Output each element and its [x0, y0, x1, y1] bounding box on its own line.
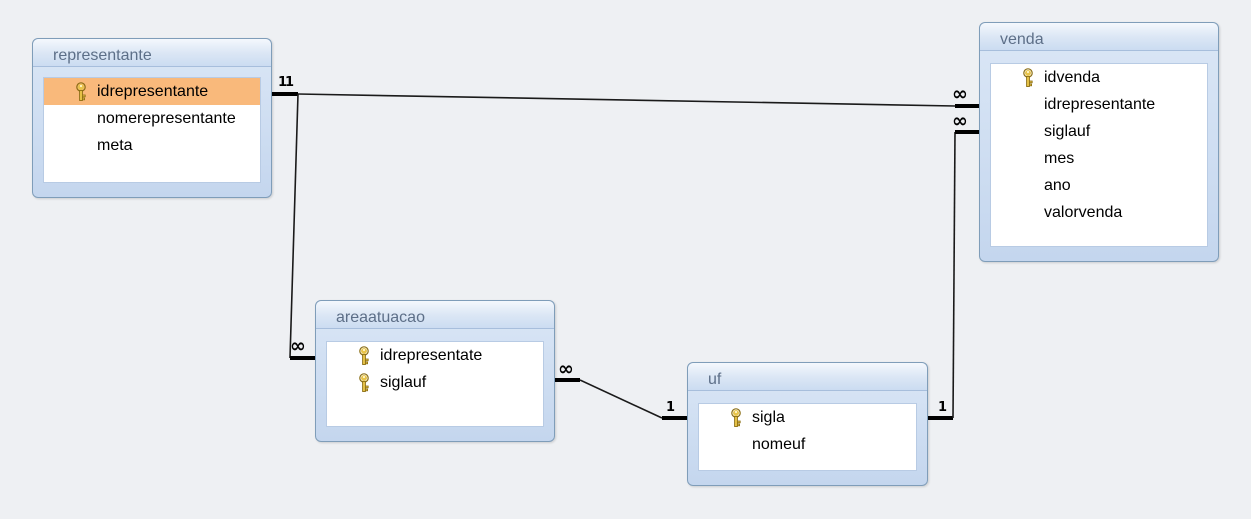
table-title[interactable]: areaatuacao: [316, 301, 554, 329]
table-title[interactable]: representante: [33, 39, 271, 67]
key-icon: [729, 408, 743, 428]
field-name: meta: [97, 137, 133, 154]
table-title[interactable]: venda: [980, 23, 1218, 51]
table-areaatuacao[interactable]: areaatuacao idrepresentate siglauf: [315, 300, 555, 442]
relationship-uf-venda[interactable]: 1 ∞: [928, 110, 980, 420]
field-name: mes: [1044, 150, 1075, 167]
field-row[interactable]: siglauf: [991, 118, 1207, 145]
field-row[interactable]: idrepresentante: [44, 78, 260, 105]
field-row[interactable]: mes: [991, 145, 1207, 172]
table-title[interactable]: uf: [688, 363, 927, 391]
field-name: idrepresentate: [380, 347, 483, 364]
cardinality-many-label: ∞: [290, 335, 306, 357]
field-row[interactable]: valorvenda: [991, 199, 1207, 226]
cardinality-one-label: 1: [666, 400, 675, 415]
field-name: siglauf: [1044, 123, 1091, 140]
key-icon: [1021, 68, 1035, 88]
field-list[interactable]: idrepresentante nomerepresentante meta: [43, 77, 261, 183]
field-name: idvenda: [1044, 69, 1101, 86]
field-row[interactable]: idrepresentate: [327, 342, 543, 369]
table-uf[interactable]: uf sigla nomeuf: [687, 362, 928, 486]
field-name: nomeuf: [752, 436, 806, 453]
field-name: nomerepresentante: [97, 110, 236, 127]
cardinality-many-label: ∞: [952, 110, 968, 132]
key-icon: [357, 346, 371, 366]
cardinality-one-label: 1: [285, 75, 294, 90]
relationship-representante-venda[interactable]: 1 1 ∞: [272, 75, 980, 108]
field-row[interactable]: idrepresentante: [991, 91, 1207, 118]
field-row[interactable]: meta: [44, 132, 260, 159]
field-name: sigla: [752, 409, 785, 426]
key-icon: [357, 373, 371, 393]
field-name: idrepresentante: [1044, 96, 1156, 113]
field-row[interactable]: siglauf: [327, 369, 543, 396]
field-name: siglauf: [380, 374, 427, 391]
field-row[interactable]: sigla: [699, 404, 916, 431]
key-icon: [74, 82, 88, 102]
cardinality-one-label: 1: [938, 400, 947, 415]
table-representante[interactable]: representante idrepresentante nomereprese…: [32, 38, 272, 198]
field-list[interactable]: idrepresentate siglauf: [326, 341, 544, 427]
relationship-uf-areaatuacao[interactable]: ∞ 1: [555, 358, 688, 420]
field-name: valorvenda: [1044, 204, 1123, 221]
cardinality-one-label: 1: [278, 75, 287, 90]
field-row[interactable]: nomerepresentante: [44, 105, 260, 132]
field-row[interactable]: ano: [991, 172, 1207, 199]
field-list[interactable]: sigla nomeuf: [698, 403, 917, 471]
relationship-representante-areaatuacao[interactable]: ∞: [289, 93, 316, 360]
field-row[interactable]: idvenda: [991, 64, 1207, 91]
field-name: idrepresentante: [97, 83, 209, 100]
field-name: ano: [1044, 177, 1071, 194]
field-list[interactable]: idvenda idrepresentante siglauf mes ano valor…: [990, 63, 1208, 247]
cardinality-many-label: ∞: [952, 83, 968, 105]
field-row[interactable]: nomeuf: [699, 431, 916, 458]
cardinality-many-label: ∞: [558, 358, 574, 380]
table-venda[interactable]: venda idvenda idrepresentante siglauf mes an…: [979, 22, 1219, 262]
